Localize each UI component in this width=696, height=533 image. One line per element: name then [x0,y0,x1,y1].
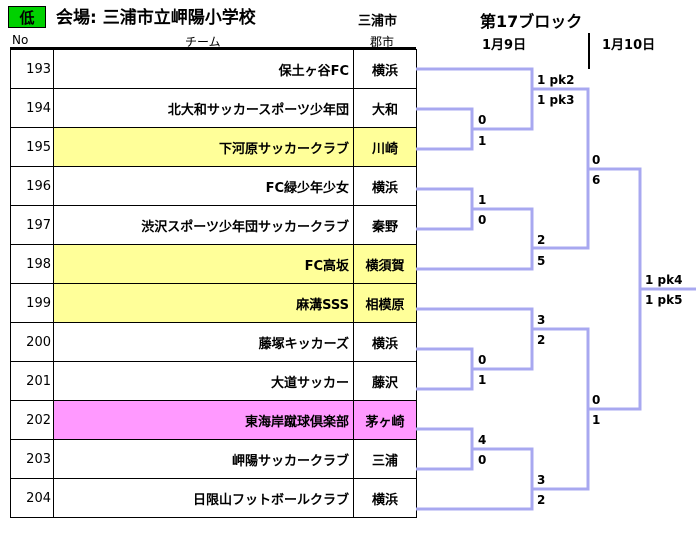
score-m4-bot: 5 [537,254,546,268]
score-m10-top: 0 [592,393,601,407]
host-city: 三浦市 [358,14,398,29]
team-number: 195 [10,127,54,167]
bracket-line [416,447,534,511]
bracket-line [416,347,474,391]
bracket-line [416,307,534,371]
bracket-line [416,67,534,131]
score-final-top: 1 pk4 [645,273,683,287]
date-day1: 1月9日 [482,38,527,53]
team-area: 横須賀 [353,244,417,284]
block-title: 第17ブロック [480,12,583,31]
team-number: 194 [10,88,54,128]
level-badge: 低 [8,6,46,28]
bracket-line [532,327,590,491]
score-m9-bot: 2 [537,493,546,507]
team-area: 茅ヶ崎 [353,400,417,440]
score-m7-top: 3 [537,313,546,327]
team-area: 横浜 [353,478,417,518]
team-number: 204 [10,478,54,518]
score-m3-bot: 0 [478,213,487,227]
team-area: 三浦 [353,439,417,479]
score-m1-bot: 1 [478,134,487,148]
score-final-bot: 1 pk5 [645,293,683,307]
team-name: FC緑少年少女 [53,166,354,206]
score-m4-top: 2 [537,233,546,247]
bracket-line [588,167,642,411]
team-area: 川崎 [353,127,417,167]
score-m7-bot: 2 [537,333,546,347]
team-name: 岬陽サッカークラブ [53,439,354,479]
team-name: 北大和サッカースポーツ少年団 [53,88,354,128]
team-number: 198 [10,244,54,284]
header-rule [10,47,416,49]
team-number: 196 [10,166,54,206]
col-header-area: 郡市 [370,35,395,49]
score-m2-top: 1 pk2 [537,73,575,87]
score-m9-top: 3 [537,473,546,487]
score-m5-bot: 6 [592,173,601,187]
score-m6-top: 0 [478,353,487,367]
venue-title: 会場: 三浦市立岬陽小学校 [56,8,256,28]
bracket-line [532,87,590,250]
team-area: 藤沢 [353,361,417,401]
score-m3-top: 1 [478,193,487,207]
team-area: 横浜 [353,49,417,89]
score-m1-top: 0 [478,113,487,127]
col-header-no: No [12,33,29,47]
score-m8-top: 4 [478,433,487,447]
col-header-team: チーム [185,35,221,49]
score-m6-bot: 1 [478,373,487,387]
bracket-line [416,427,474,471]
score-m2-bot: 1 pk3 [537,93,575,107]
team-name: FC高坂 [53,244,354,284]
team-name: 東海岸蹴球倶楽部 [53,400,354,440]
team-area: 横浜 [353,166,417,206]
team-name: 下河原サッカークラブ [53,127,354,167]
team-number: 197 [10,205,54,245]
team-area: 相模原 [353,283,417,323]
team-name: 保土ヶ谷FC [53,49,354,89]
team-number: 201 [10,361,54,401]
score-m5-top: 0 [592,153,601,167]
bracket-line [416,107,474,151]
team-name: 日限山フットボールクラブ [53,478,354,518]
score-m10-bot: 1 [592,413,601,427]
bracket-line [416,207,534,271]
team-number: 193 [10,49,54,89]
team-number: 199 [10,283,54,323]
date-day2: 1月10日 [602,38,656,53]
score-m8-bot: 0 [478,453,487,467]
bracket-line [416,187,474,231]
date-divider [588,33,590,69]
team-name: 藤塚キッカーズ [53,322,354,362]
